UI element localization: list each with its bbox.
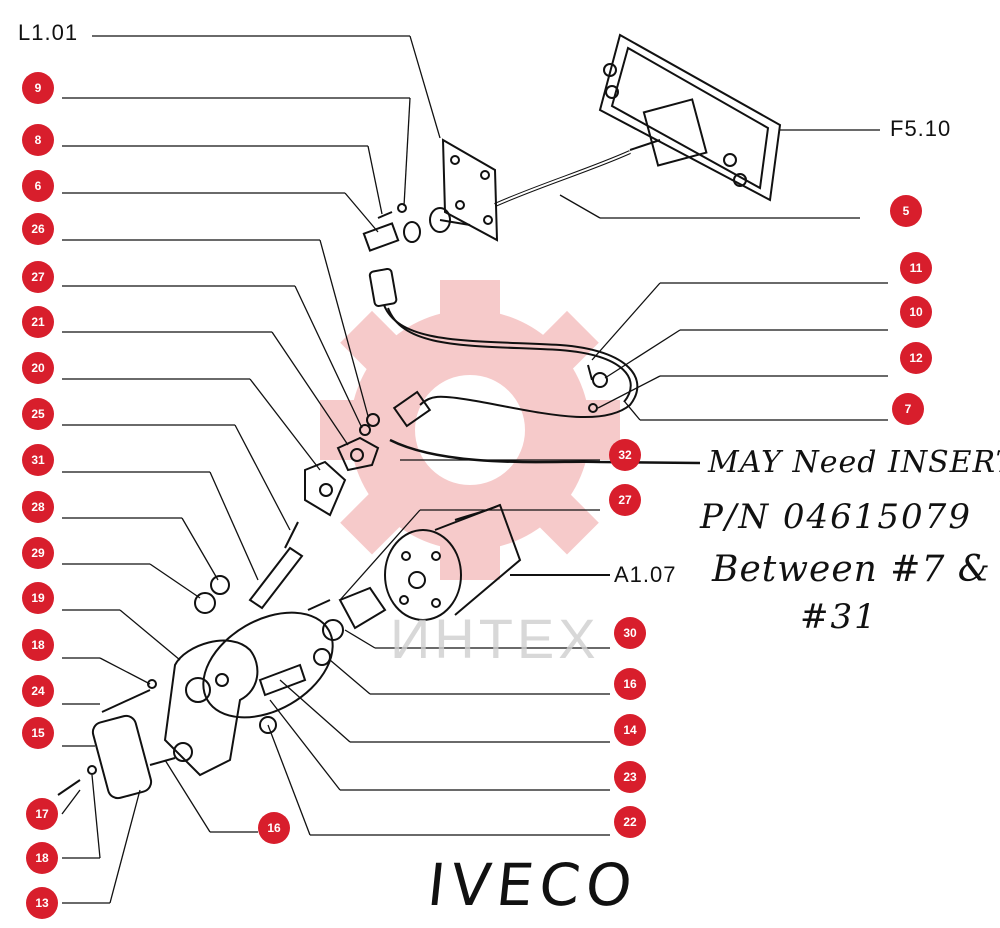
handwritten-brand-note: IVECO — [424, 851, 642, 919]
callout-badge: 17 — [26, 798, 58, 830]
ref-label-L1-01: L1.01 — [18, 20, 79, 45]
callout-badge: 25 — [22, 398, 54, 430]
callout-badge: 9 — [22, 72, 54, 104]
callout-badge: 28 — [22, 491, 54, 523]
callout-badge: 18 — [22, 629, 54, 661]
watermark-text: ИНТЕХ — [390, 607, 600, 670]
callout-badge: 23 — [614, 761, 646, 793]
speedo-cable-lower — [368, 267, 639, 428]
handwritten-note-line: MAY Need INSERT — [708, 445, 1000, 480]
callout-badge: 7 — [892, 393, 924, 425]
callout-badge: 6 — [22, 170, 54, 202]
callout-badge: 24 — [22, 675, 54, 707]
callout-badge: 16 — [258, 812, 290, 844]
callout-badge: 15 — [22, 717, 54, 749]
callout-badge: 27 — [609, 484, 641, 516]
handwritten-note-line: #31 — [800, 597, 878, 637]
ref-label-A1-07: A1.07 — [614, 562, 677, 587]
clip-parts — [587, 364, 608, 413]
callout-badge: 22 — [614, 806, 646, 838]
callout-badge: 5 — [890, 195, 922, 227]
callout-badge: 32 — [609, 439, 641, 471]
pump-body — [57, 611, 334, 800]
watermark-logo — [320, 280, 620, 580]
speed-gear — [307, 586, 387, 666]
callout-badge: 8 — [22, 124, 54, 156]
callout-badge: 30 — [614, 617, 646, 649]
callout-badge: 20 — [22, 352, 54, 384]
handwritten-note-line: P/N 04615079 — [700, 497, 972, 537]
instrument-cluster — [598, 33, 782, 202]
drive-parts — [194, 521, 304, 614]
callout-badge: 26 — [22, 213, 54, 245]
leader-lines — [61, 35, 888, 904]
callout-badge: 19 — [22, 582, 54, 614]
callout-badge: 12 — [900, 342, 932, 374]
callout-badge: 27 — [22, 261, 54, 293]
callout-badge: 31 — [22, 444, 54, 476]
ref-label-F5-10: F5.10 — [890, 116, 952, 141]
callout-badge: 18 — [26, 842, 58, 874]
callout-badge: 21 — [22, 306, 54, 338]
wire-32 — [389, 438, 701, 465]
sender-flange — [304, 413, 380, 517]
handwritten-note-line: Between #7 & — [712, 549, 991, 590]
callout-badge: 10 — [900, 296, 932, 328]
callout-badge: 14 — [614, 714, 646, 746]
mounting-bracket — [429, 138, 499, 242]
gearbox-housing — [384, 503, 610, 621]
adapter-parts — [362, 203, 421, 252]
callout-badge: 29 — [22, 537, 54, 569]
callout-badge: 13 — [26, 887, 58, 919]
callout-badge: 11 — [900, 252, 932, 284]
callout-badge: 16 — [614, 668, 646, 700]
